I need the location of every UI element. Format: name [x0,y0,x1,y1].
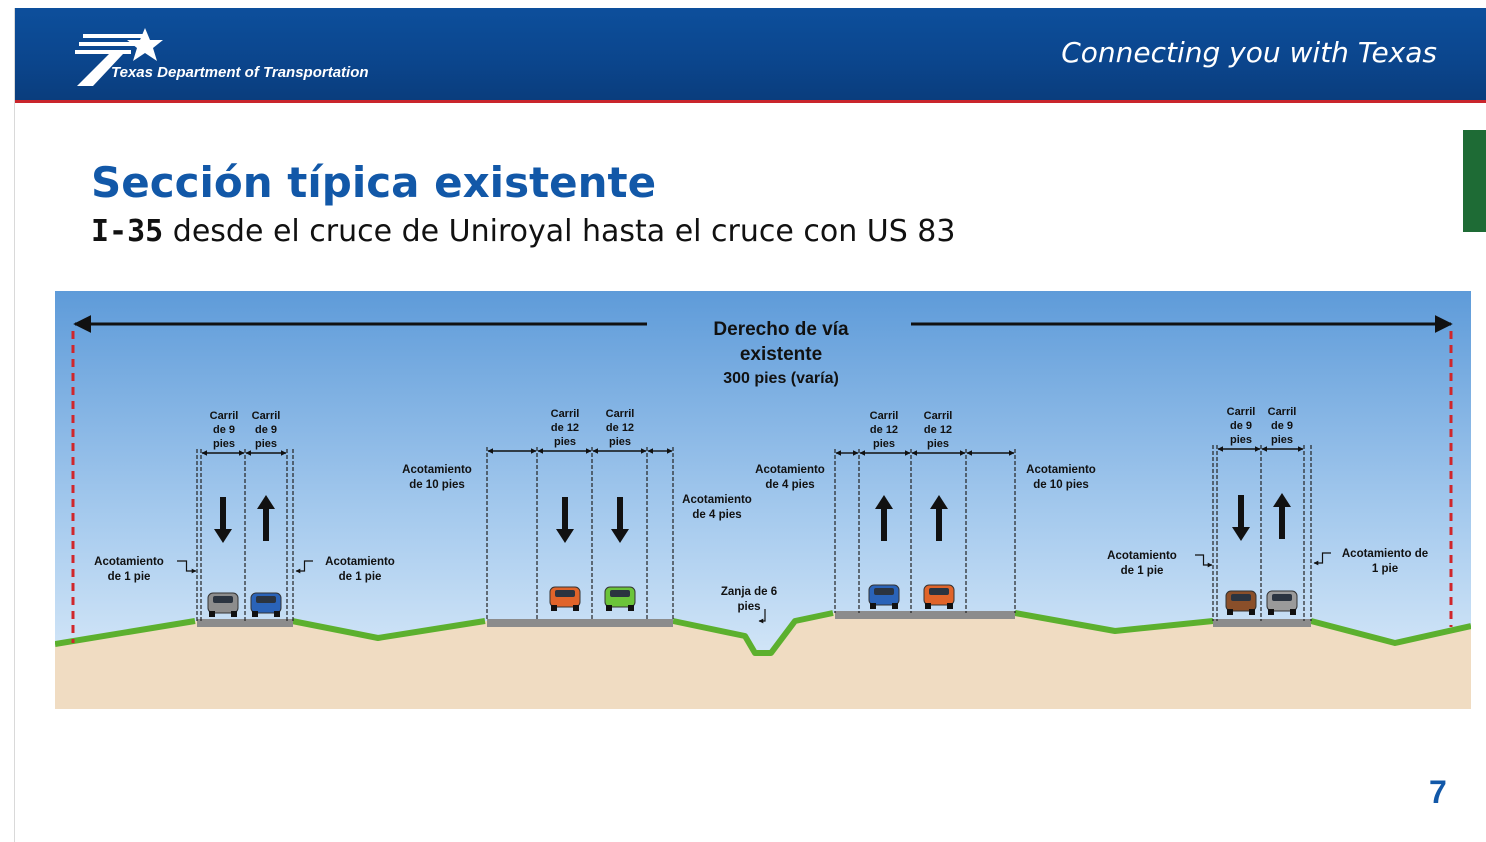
shoulder-pointer-2 [295,560,313,574]
direction-arrowhead-1-2 [257,495,275,509]
direction-arrowhead-1-1 [214,529,232,543]
car-wheel-left-1-1 [209,611,215,617]
car-wheel-left-2-1 [551,605,557,611]
car-windshield-4-2 [1272,594,1292,601]
ditch-pointer [758,609,766,624]
r2-right-shoulder-line2: de 4 pies [692,509,742,521]
r4-left-shoulder-line1: Acotamiento [1107,550,1177,562]
direction-arrowhead-4-2 [1273,493,1291,507]
pavement-4 [1213,619,1311,627]
r4-right-shoulder-line1: Acotamiento de [1341,548,1429,560]
r1-right-shoulder-line1: Acotamiento [325,556,395,568]
shoulder-pointer-4 [1313,552,1331,566]
car-wheel-right-4-1 [1249,609,1255,615]
car-wheel-right-2-2 [628,605,634,611]
r2-left-shoulder-line2: de 10 pies [409,479,465,491]
car-windshield-1-2 [256,596,276,603]
row-label-line1: Derecho de vía [713,319,849,340]
cross-section-diagram: Derecho de vía existente 300 pies (varía… [55,291,1471,709]
pavement-3 [835,611,1015,619]
agency-name: Texas Department of Transportation [111,64,369,81]
slide-title: Sección típica existente [91,158,657,207]
slide-subtitle: I-35 desde el cruce de Uniroyal hasta el… [91,214,955,249]
cross-section-graphic [55,291,1471,709]
page-number: 7 [1429,774,1447,810]
pavement-2 [487,619,673,627]
direction-arrowhead-4-1 [1232,527,1250,541]
r4-left-shoulder-line2: de 1 pie [1120,565,1164,577]
car-wheel-right-3-1 [892,603,898,609]
car-wheel-left-4-1 [1227,609,1233,615]
r2-right-shoulder-line1: Acotamiento [682,494,752,506]
direction-arrowhead-3-1 [875,495,893,509]
r3-right-shoulder-line1: Acotamiento [1026,464,1096,476]
car-wheel-right-1-2 [274,611,280,617]
accent-bar [1463,130,1486,232]
shoulder-pointer-1 [177,560,197,574]
ground [55,613,1471,709]
r4-right-shoulder-line2: 1 pie [1371,563,1399,575]
r3-left-shoulder-line2: de 4 pies [765,479,815,491]
car-wheel-left-4-2 [1268,609,1274,615]
row-label-line2: existente [739,344,823,365]
car-windshield-2-1 [555,590,575,597]
route-description: desde el cruce de Uniroyal hasta el cruc… [163,214,956,249]
r1-left-shoulder-line2: de 1 pie [107,571,151,583]
shoulder-pointer-3 [1195,554,1213,568]
car-wheel-right-2-1 [573,605,579,611]
car-windshield-1-1 [213,596,233,603]
row-label-line3: 300 pies (varía) [723,370,839,387]
r1-left-shoulder-line1: Acotamiento [94,556,164,568]
car-wheel-left-1-2 [252,611,258,617]
road-groups [177,445,1331,621]
car-windshield-3-2 [929,588,949,595]
car-wheel-left-2-2 [606,605,612,611]
direction-arrowhead-2-2 [611,529,629,543]
r1-right-shoulder-line2: de 1 pie [338,571,382,583]
car-wheel-right-3-2 [947,603,953,609]
ditch-label-line2: pies [737,601,761,613]
slide: Texas Department of Transportation Conne… [14,8,1486,842]
car-windshield-4-1 [1231,594,1251,601]
pavement-1 [197,619,293,627]
tagline: Connecting you with Texas [1061,36,1437,69]
header-banner: Texas Department of Transportation Conne… [15,8,1486,103]
direction-arrowhead-3-2 [930,495,948,509]
r3-left-shoulder-line1: Acotamiento [755,464,825,476]
car-wheel-right-4-2 [1290,609,1296,615]
car-wheel-right-1-1 [231,611,237,617]
car-windshield-3-1 [874,588,894,595]
ditch-label-line1: Zanja de 6 [720,586,778,598]
car-wheel-left-3-1 [870,603,876,609]
direction-arrowhead-2-1 [556,529,574,543]
r2-left-shoulder-line1: Acotamiento [402,464,472,476]
route-name: I-35 [91,214,164,249]
txdot-logo-icon [75,28,163,86]
car-wheel-left-3-2 [925,603,931,609]
car-windshield-2-2 [610,590,630,597]
grass [55,610,1471,656]
r3-right-shoulder-line2: de 10 pies [1033,479,1089,491]
